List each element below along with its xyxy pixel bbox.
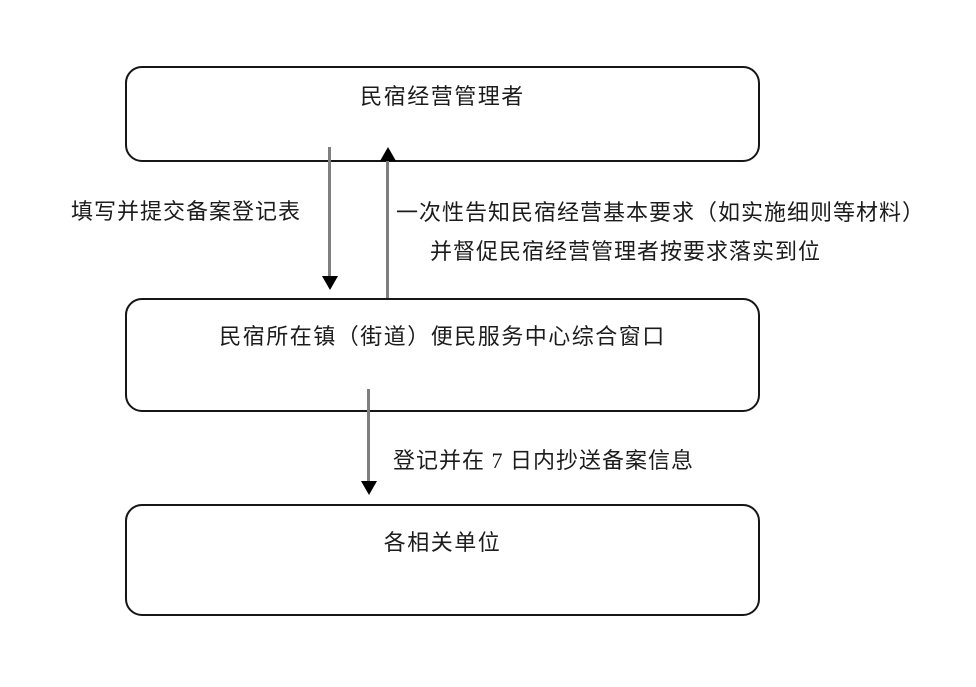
edge-label-inform-requirements-line1: 一次性告知民宿经营基本要求（如实施细则等材料） — [396, 200, 926, 225]
arrow-up-icon — [380, 147, 396, 161]
node-town-service-center-window-label: 民宿所在镇（街道）便民服务中心综合窗口 — [219, 324, 666, 349]
arrow-forward-record-shaft — [367, 389, 370, 483]
arrow-down-icon — [322, 276, 338, 290]
node-town-service-center-window: 民宿所在镇（街道）便民服务中心综合窗口 — [125, 298, 760, 412]
arrow-submit-registration-shaft — [328, 147, 331, 277]
arrow-inform-requirements-shaft — [386, 160, 389, 298]
edge-label-inform-requirements-line2: 并督促民宿经营管理者按要求落实到位 — [430, 239, 822, 264]
arrow-down-icon — [361, 481, 377, 495]
edge-label-forward-record-info: 登记并在 7 日内抄送备案信息 — [393, 448, 695, 473]
node-related-units: 各相关单位 — [125, 504, 760, 616]
node-homestay-operator-label: 民宿经营管理者 — [360, 84, 525, 109]
node-homestay-operator: 民宿经营管理者 — [125, 66, 760, 162]
edge-label-submit-registration: 填写并提交备案登记表 — [71, 199, 302, 224]
node-related-units-label: 各相关单位 — [383, 530, 502, 555]
